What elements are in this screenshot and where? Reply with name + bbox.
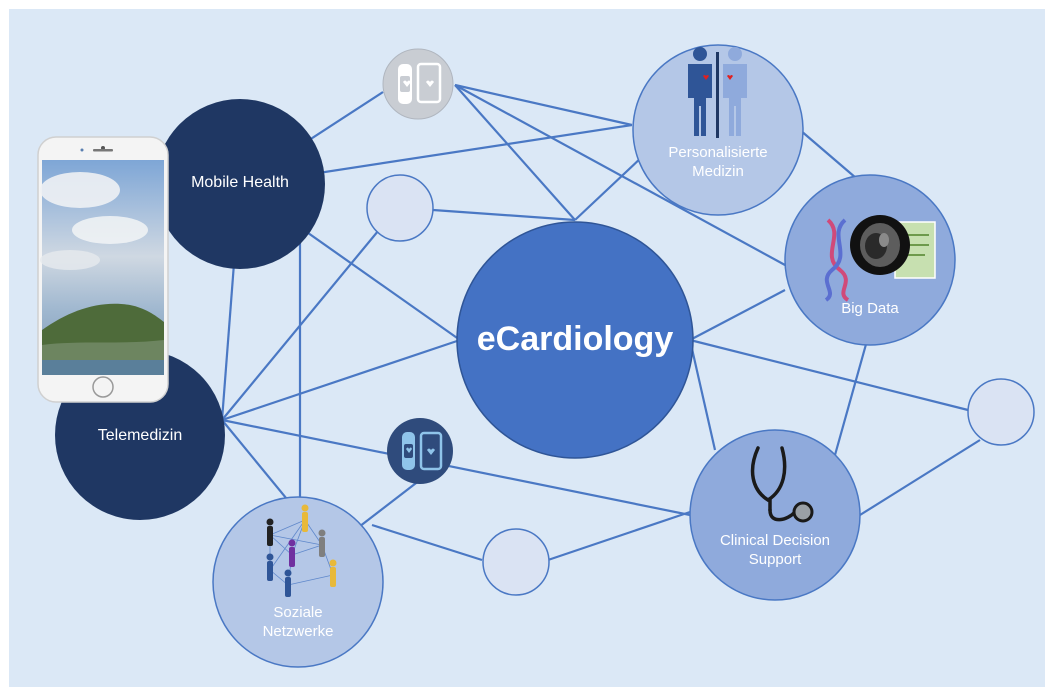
edge [221,418,691,517]
social-network-icon [266,504,337,597]
empty-node [366,174,434,242]
clinical-decision-support-label: Clinical Decision Support [690,531,860,569]
empty-node [482,528,550,596]
edge [689,289,786,341]
smartphone-icon [37,136,169,403]
personalisierte-medizin-label: Personalisierte Medizin [643,143,793,181]
edge [221,224,384,421]
mobile-health-node [155,99,325,269]
telemedizin-label: Telemedizin [97,427,183,444]
soziale-netzwerke-node [212,496,384,668]
empty-node [967,378,1035,446]
soziale-netzwerke-line2: Netzwerke [262,623,334,640]
mobile-health-label: Mobile Health [191,174,289,191]
wearable-phone-icon [382,48,454,120]
edge [454,83,633,127]
clinical-decision-support-line1: Clinical Decision [719,532,831,549]
ecardiology-node [456,221,694,459]
ecardiology-label: eCardiology [476,320,674,358]
dna-mri-icon [824,215,936,302]
clinical-decision-support-line2: Support [748,551,802,568]
soziale-netzwerke-label: Soziale Netzwerke [223,603,373,641]
edge [859,439,981,516]
edge [371,523,483,562]
edge [833,329,872,456]
wearable-phone-icon [387,418,453,484]
edge [432,208,576,222]
edge [547,510,691,562]
edge [354,479,421,531]
stethoscope-icon [750,446,814,523]
edge [221,338,461,422]
personalisierte-medizin-line1: Personalisierte [668,144,768,161]
person-mirror-icon [688,47,747,138]
big-data-label: Big Data [841,300,899,317]
soziale-netzwerke-line1: Soziale [273,604,323,621]
edge [454,84,786,266]
edge [688,339,717,451]
edge [454,84,576,221]
edge [689,338,969,412]
personalisierte-medizin-line2: Medizin [692,163,744,180]
clinical-decision-support-node [689,429,861,601]
